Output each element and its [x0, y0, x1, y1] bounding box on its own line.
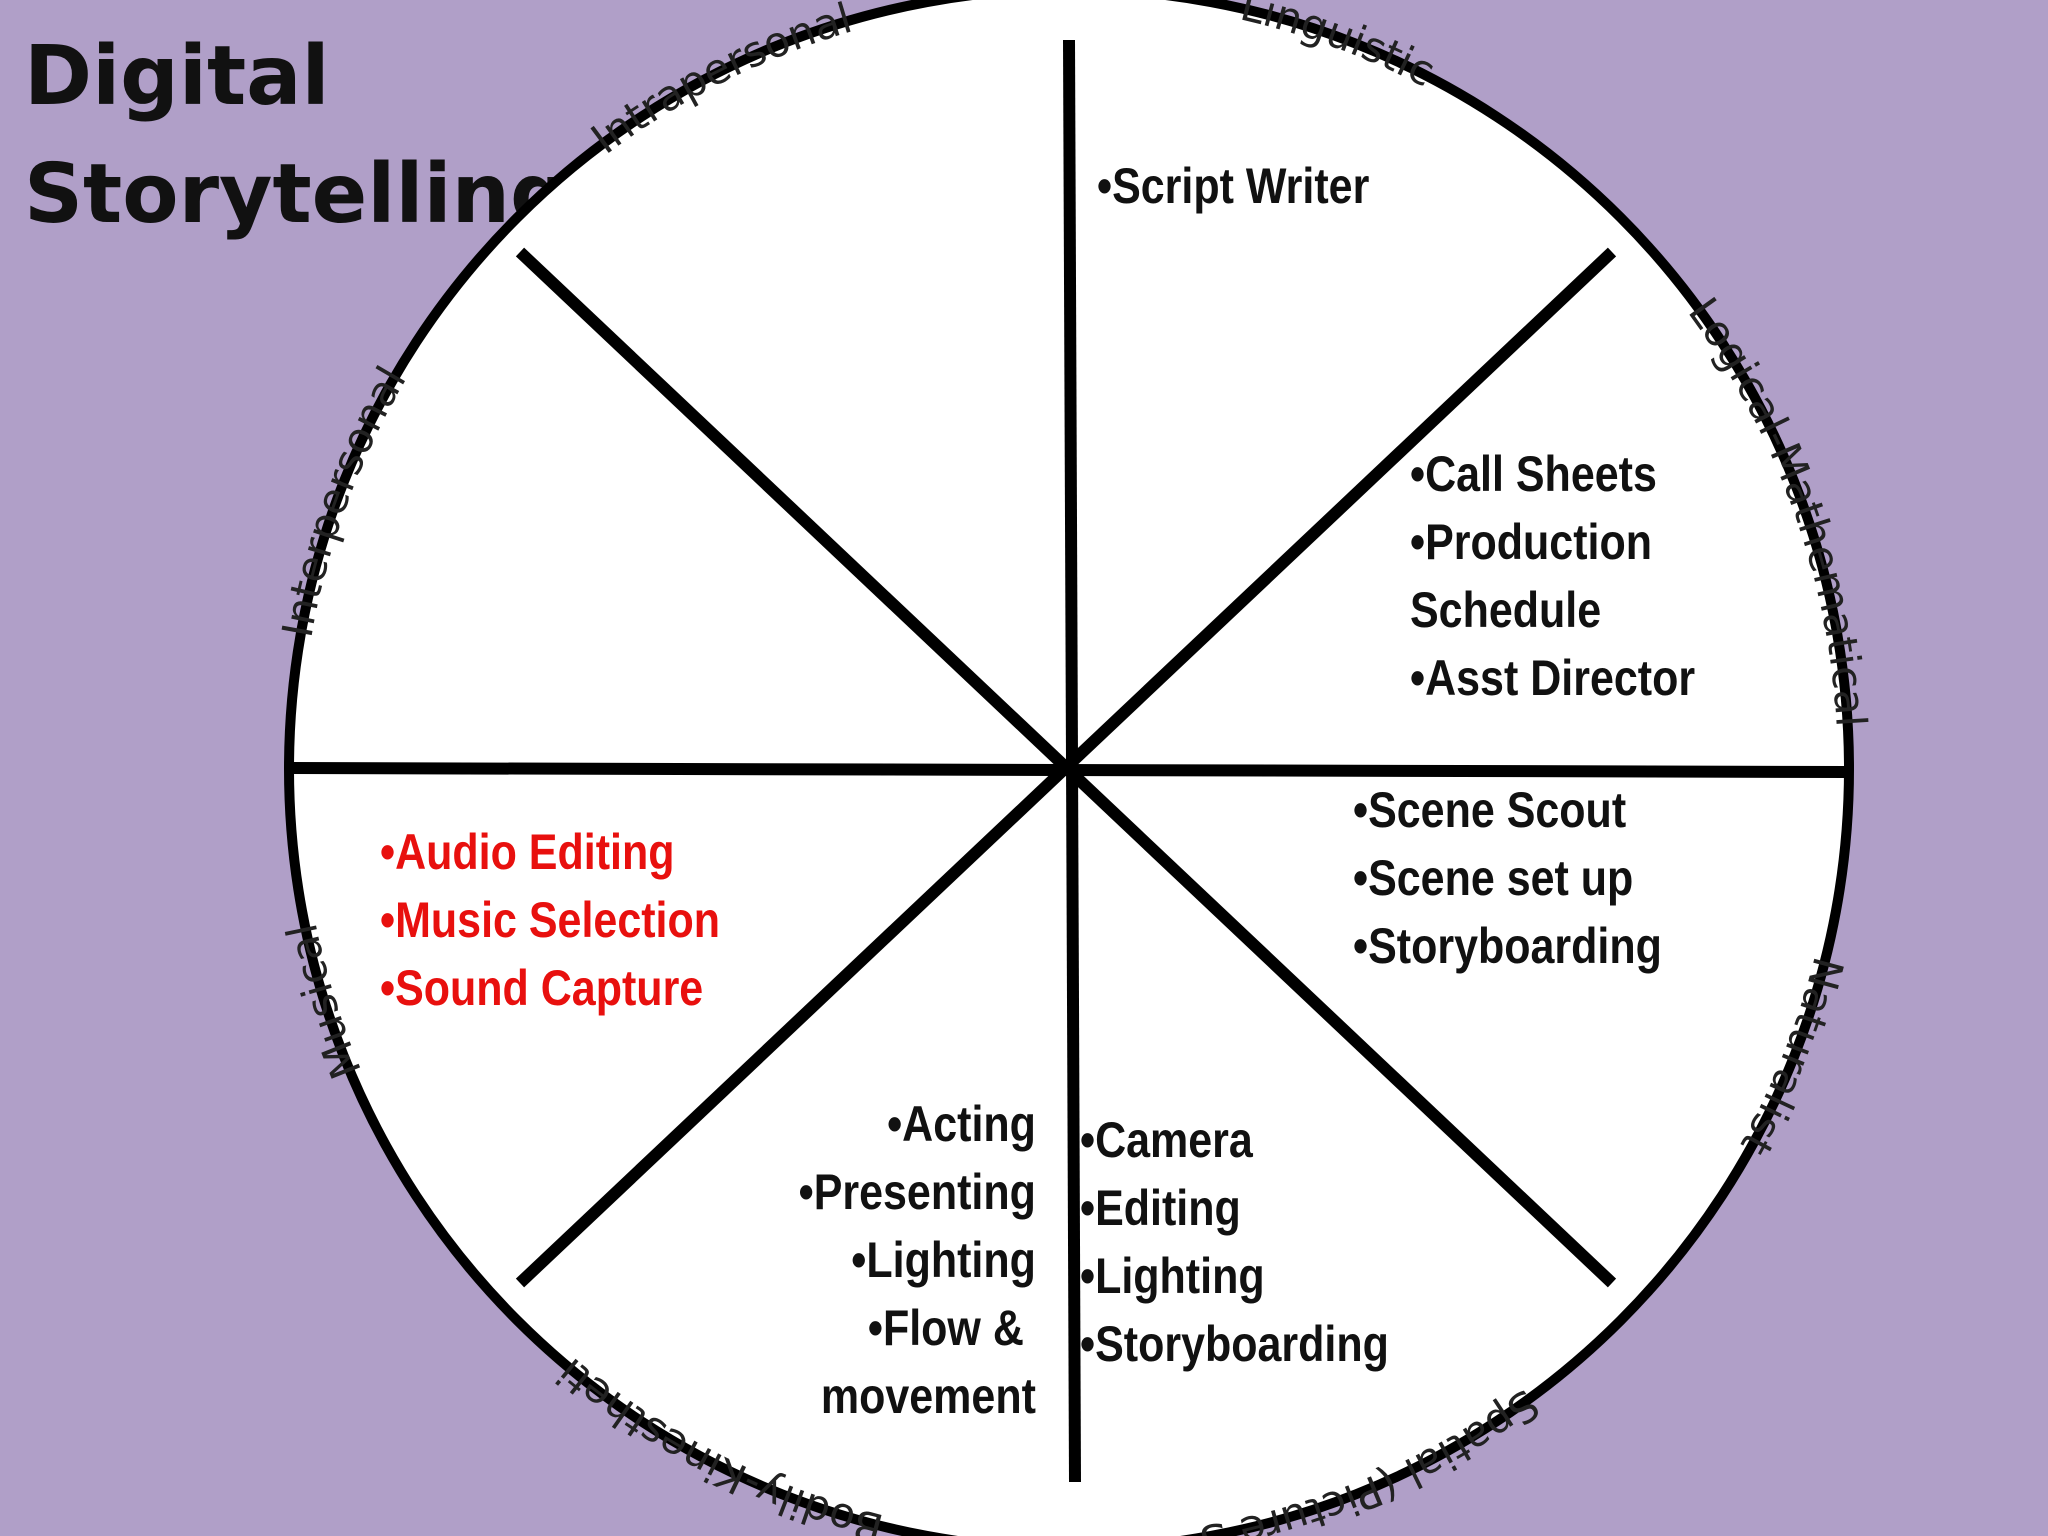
- list-item: Production: [1410, 508, 1695, 576]
- list-item: Camera: [1080, 1106, 1389, 1174]
- list-item: Script Writer: [1097, 152, 1369, 220]
- list-item: Asst Director: [1410, 644, 1695, 712]
- list-item: Scene Scout: [1353, 776, 1662, 844]
- list-item: Sound Capture: [380, 954, 720, 1022]
- list-item: Music Selection: [380, 886, 720, 954]
- segment-naturalist-list: Scene Scout Scene set up Storyboarding: [1353, 776, 1662, 980]
- segment-musical-list: Audio Editing Music Selection Sound Capt…: [380, 818, 720, 1022]
- list-item: Storyboarding: [1080, 1310, 1389, 1378]
- list-item: Call Sheets: [1410, 440, 1695, 508]
- segment-bodily-list: Acting Presenting Lighting Flow & moveme…: [799, 1090, 1036, 1430]
- title-line-2: Storytelling: [24, 147, 569, 242]
- list-item: Editing: [1080, 1174, 1389, 1242]
- list-item: Flow &: [799, 1294, 1036, 1362]
- list-item: Lighting: [1080, 1242, 1389, 1310]
- title-line-1: Digital: [24, 29, 330, 124]
- list-item: Schedule: [1410, 582, 1602, 638]
- list-item: Acting: [799, 1090, 1036, 1158]
- list-item: Storyboarding: [1353, 912, 1662, 980]
- page-title: Digital Storytelling: [24, 18, 569, 254]
- list-item: Presenting: [799, 1158, 1036, 1226]
- segment-logical-list: Call Sheets Production Schedule Asst Dir…: [1410, 440, 1695, 712]
- segment-spatial-list: Camera Editing Lighting Storyboarding: [1080, 1106, 1389, 1378]
- list-item: Lighting: [799, 1226, 1036, 1294]
- list-item: Scene set up: [1353, 844, 1662, 912]
- segment-linguistic-list: Script Writer: [1097, 152, 1369, 220]
- list-item: Audio Editing: [380, 818, 720, 886]
- list-item: movement: [820, 1368, 1036, 1424]
- divider-diag-2: [515, 247, 1617, 1288]
